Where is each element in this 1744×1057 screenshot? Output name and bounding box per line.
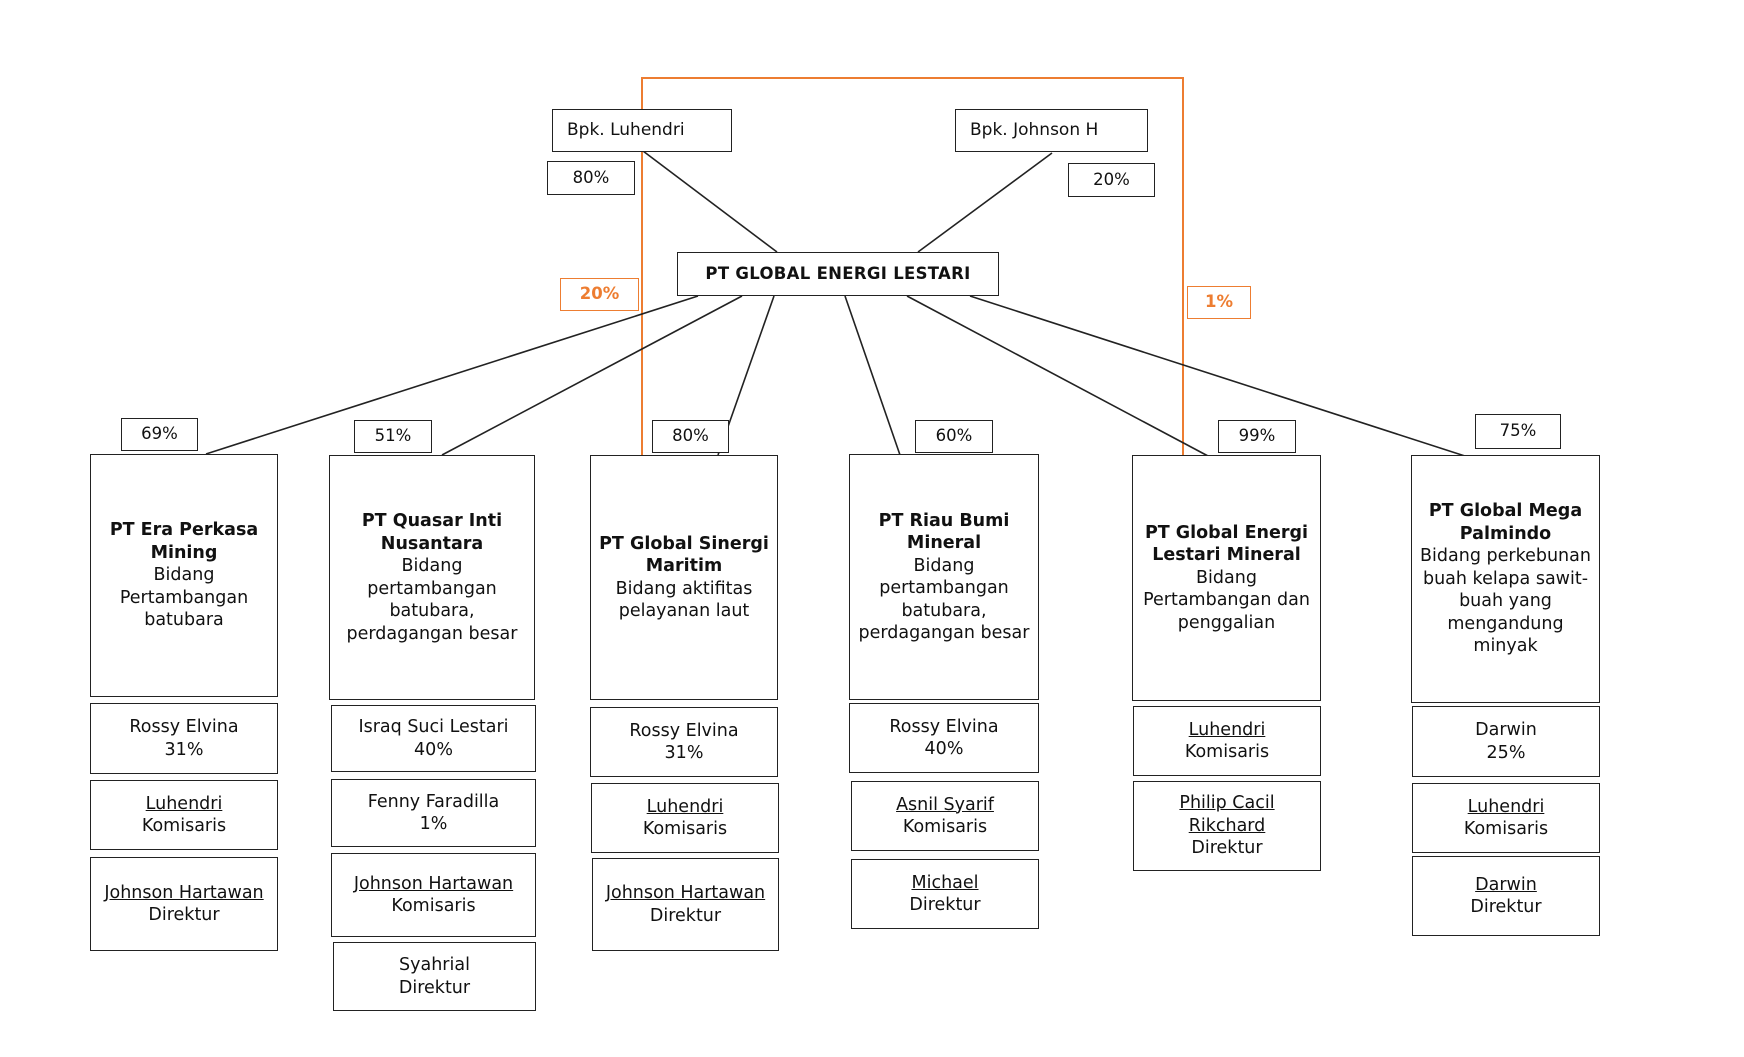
person-box[interactable]: Rossy Elvina 31% xyxy=(590,707,778,777)
owner-link-line xyxy=(642,150,778,253)
person-box[interactable]: Asnil Syarif Komisaris xyxy=(851,781,1039,851)
person-box[interactable]: Rossy Elvina 40% xyxy=(849,703,1039,773)
person-role: 31% xyxy=(164,739,204,760)
person-box[interactable]: Philip Cacil Rikchard Direktur xyxy=(1133,781,1321,871)
person-box[interactable]: Syahrial Direktur xyxy=(333,942,536,1011)
subsidiary-link-line xyxy=(205,295,699,455)
person-name: Syahrial xyxy=(399,955,470,975)
person-name: Philip Cacil Rikchard xyxy=(1179,793,1275,836)
owner-name: Bpk. Luhendri xyxy=(567,120,685,141)
root-company-box[interactable]: PT GLOBAL ENERGI LESTARI xyxy=(677,252,999,296)
person-role: Komisaris xyxy=(1184,742,1270,762)
person-role: Komisaris xyxy=(141,816,227,836)
person-role: 1% xyxy=(419,814,448,834)
person-role: Direktur xyxy=(398,977,471,998)
person-name: Luhendri xyxy=(646,796,724,817)
person-role: Komisaris xyxy=(391,896,476,916)
person-role: 40% xyxy=(414,739,453,760)
subsidiary-field: Bidang Pertambangan dan penggalian xyxy=(1143,567,1310,633)
person-role: 31% xyxy=(664,743,704,763)
person-name: Johnson Hartawan xyxy=(104,882,264,903)
subsidiary-name: PT Quasar Inti Nusantara xyxy=(361,511,503,554)
person-name: Luhendri xyxy=(1467,796,1545,817)
subsidiary-name: PT Era Perkasa Mining xyxy=(109,520,259,563)
cross-holding-line xyxy=(641,77,1184,456)
subsidiary-share-label: 80% xyxy=(652,420,729,453)
person-name: Johnson Hartawan xyxy=(605,883,766,903)
subsidiary-box[interactable]: PT Quasar Inti Nusantara Bidang pertamba… xyxy=(329,455,535,700)
person-name: Johnson Hartawan xyxy=(353,873,514,894)
person-role: Direktur xyxy=(148,905,220,925)
subsidiary-share-label: 75% xyxy=(1475,414,1561,449)
person-box[interactable]: Rossy Elvina 31% xyxy=(90,703,278,774)
subsidiary-link-line xyxy=(441,295,743,456)
person-role: Direktur xyxy=(1470,897,1542,917)
person-box[interactable]: Luhendri Komisaris xyxy=(591,783,779,853)
person-name: Darwin xyxy=(1475,720,1537,740)
person-name: Rossy Elvina xyxy=(629,720,739,741)
subsidiary-box[interactable]: PT Global Mega Palmindo Bidang perkebuna… xyxy=(1411,455,1600,703)
subsidiary-name: PT Global Energi Lestari Mineral xyxy=(1144,522,1309,566)
person-box[interactable]: Luhendri Komisaris xyxy=(90,780,278,850)
person-role: Direktur xyxy=(649,905,722,926)
person-name: Rossy Elvina xyxy=(889,716,999,737)
cross-holding-label: 1% xyxy=(1187,286,1251,319)
subsidiary-link-line xyxy=(844,295,901,456)
owner-box-johnson[interactable]: Bpk. Johnson H xyxy=(955,109,1148,152)
person-box[interactable]: Johnson Hartawan Direktur xyxy=(592,858,779,951)
person-name: Rossy Elvina xyxy=(129,717,239,737)
subsidiary-link-line xyxy=(969,295,1469,458)
person-box[interactable]: Fenny Faradilla 1% xyxy=(331,779,536,847)
owner-share-label: 20% xyxy=(1068,163,1155,197)
person-box[interactable]: Darwin 25% xyxy=(1412,706,1600,777)
subsidiary-share-label: 69% xyxy=(121,418,198,451)
subsidiary-field: Bidang Pertambangan batubara xyxy=(119,565,249,631)
subsidiary-name: PT Global Mega Palmindo xyxy=(1428,501,1583,544)
person-role: 40% xyxy=(924,739,964,759)
person-name: Israq Suci Lestari xyxy=(358,717,509,737)
subsidiary-field: Bidang pertambangan batubara, perdaganga… xyxy=(858,555,1030,644)
subsidiary-share-label: 60% xyxy=(915,420,993,453)
person-role: Komisaris xyxy=(902,817,988,837)
subsidiary-box[interactable]: PT Era Perkasa Mining Bidang Pertambanga… xyxy=(90,454,278,697)
subsidiary-name: PT Global Sinergi Maritim xyxy=(599,533,769,577)
person-box[interactable]: Luhendri Komisaris xyxy=(1133,706,1321,776)
person-box[interactable]: Johnson Hartawan Komisaris xyxy=(331,853,536,937)
subsidiary-share-label: 51% xyxy=(354,420,432,453)
subsidiary-field: Bidang aktifitas pelayanan laut xyxy=(615,578,753,622)
person-name: Luhendri xyxy=(1188,719,1266,740)
person-name: Darwin xyxy=(1475,874,1537,895)
person-box[interactable]: Darwin Direktur xyxy=(1412,856,1600,936)
subsidiary-box[interactable]: PT Global Energi Lestari Mineral Bidang … xyxy=(1132,455,1321,701)
owner-share-label: 80% xyxy=(547,161,635,195)
person-name: Fenny Faradilla xyxy=(367,791,500,812)
person-role: Komisaris xyxy=(1463,819,1549,839)
person-box[interactable]: Michael Direktur xyxy=(851,859,1039,929)
owner-link-line xyxy=(917,152,1053,253)
subsidiary-link-line xyxy=(906,295,1209,457)
subsidiary-name: PT Riau Bumi Mineral xyxy=(878,510,1010,554)
person-role: Direktur xyxy=(909,895,981,915)
subsidiary-share-label: 99% xyxy=(1218,420,1296,453)
owner-name: Bpk. Johnson H xyxy=(970,120,1099,141)
person-name: Asnil Syarif xyxy=(896,794,994,815)
person-box[interactable]: Johnson Hartawan Direktur xyxy=(90,857,278,951)
person-name: Michael xyxy=(911,872,979,893)
person-box[interactable]: Luhendri Komisaris xyxy=(1412,783,1600,853)
owner-box-luhendri[interactable]: Bpk. Luhendri xyxy=(552,109,732,152)
person-box[interactable]: Israq Suci Lestari 40% xyxy=(331,705,536,772)
person-name: Luhendri xyxy=(145,793,223,814)
root-company-name: PT GLOBAL ENERGI LESTARI xyxy=(705,263,971,283)
subsidiary-field: Bidang pertambangan batubara, perdaganga… xyxy=(346,556,518,644)
person-role: 25% xyxy=(1486,742,1526,763)
subsidiary-field: Bidang perkebunan buah kelapa sawit-buah… xyxy=(1420,546,1591,657)
subsidiary-box[interactable]: PT Global Sinergi Maritim Bidang aktifit… xyxy=(590,455,778,700)
person-role: Direktur xyxy=(1191,838,1263,859)
person-role: Komisaris xyxy=(642,819,728,839)
cross-holding-label: 20% xyxy=(560,278,639,311)
subsidiary-box[interactable]: PT Riau Bumi Mineral Bidang pertambangan… xyxy=(849,454,1039,700)
